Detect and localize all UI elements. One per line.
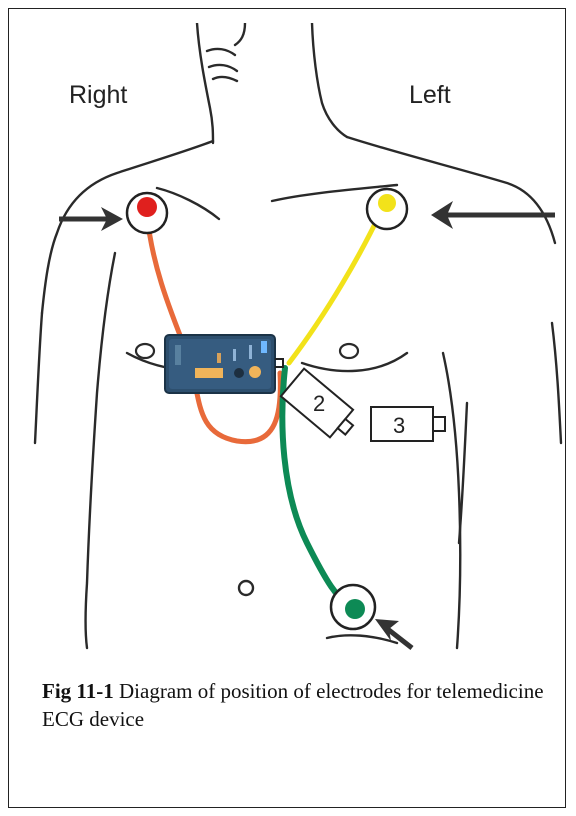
left-side-label: Left [409, 81, 451, 110]
ecg-device [165, 335, 275, 393]
component-2-label: 2 [313, 391, 325, 416]
figure-frame: 2 3 Right Left Fig 11-1 Diagram of posit… [8, 8, 566, 808]
bottom-electrode [331, 585, 375, 629]
figure-caption: Fig 11-1 Diagram of position of electrod… [42, 677, 557, 733]
electrode-placement-diagram: 2 3 [27, 23, 567, 653]
torso-outline [35, 23, 561, 648]
left-electrode [367, 189, 407, 229]
right-side-label: Right [69, 81, 127, 110]
component-2: 2 [281, 369, 361, 444]
left-lead-wire [289, 205, 384, 363]
figure-id: Fig 11-1 [42, 679, 114, 703]
component-3: 3 [371, 407, 445, 441]
connector [275, 359, 283, 367]
caption-text: Diagram of position of electrodes for te… [42, 679, 544, 731]
arrows [59, 201, 555, 648]
right-lead-wire [147, 215, 280, 442]
component-3-label: 3 [393, 413, 405, 438]
right-electrode [127, 193, 167, 233]
